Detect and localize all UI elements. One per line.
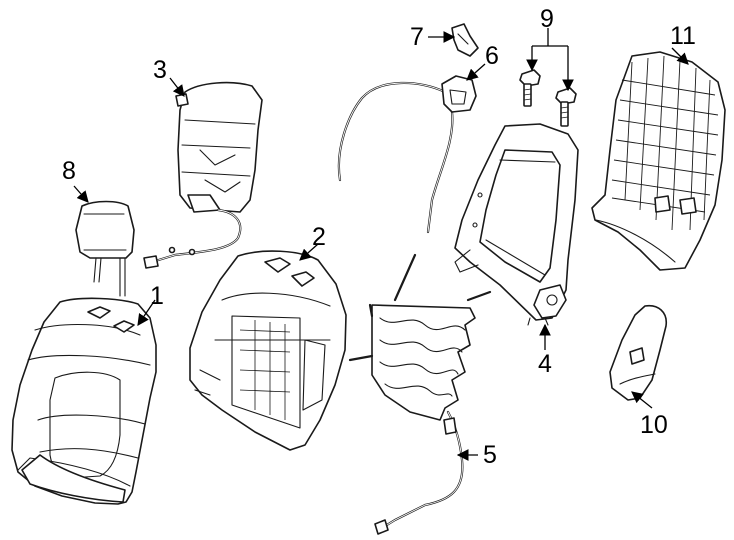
callout-2: 2 <box>312 223 326 251</box>
callout-3: 3 <box>153 56 167 84</box>
leaders <box>73 28 689 461</box>
suspension-mat <box>348 253 492 421</box>
callout-4: 4 <box>538 350 552 378</box>
part-7-clip <box>451 23 479 57</box>
callout-6: 6 <box>485 42 499 70</box>
callout-1: 1 <box>150 282 164 310</box>
callout-11: 11 <box>670 22 696 50</box>
callout-10: 10 <box>640 411 668 439</box>
callout-9: 9 <box>540 5 554 33</box>
callout-7: 7 <box>410 23 424 51</box>
part-6-cable-bracket <box>337 75 477 234</box>
part-8-headrest <box>75 200 135 297</box>
callout-8: 8 <box>62 157 76 185</box>
part-4-frame <box>454 123 579 326</box>
callout-5: 5 <box>483 441 497 469</box>
part-1-seatback-cover <box>11 297 157 505</box>
part-3-heater-mat <box>143 81 263 269</box>
part-11-back-panel <box>591 51 726 271</box>
part-5-cable <box>374 410 464 535</box>
part-10-trim <box>609 304 668 401</box>
part-2-seatback-pad <box>189 250 347 451</box>
